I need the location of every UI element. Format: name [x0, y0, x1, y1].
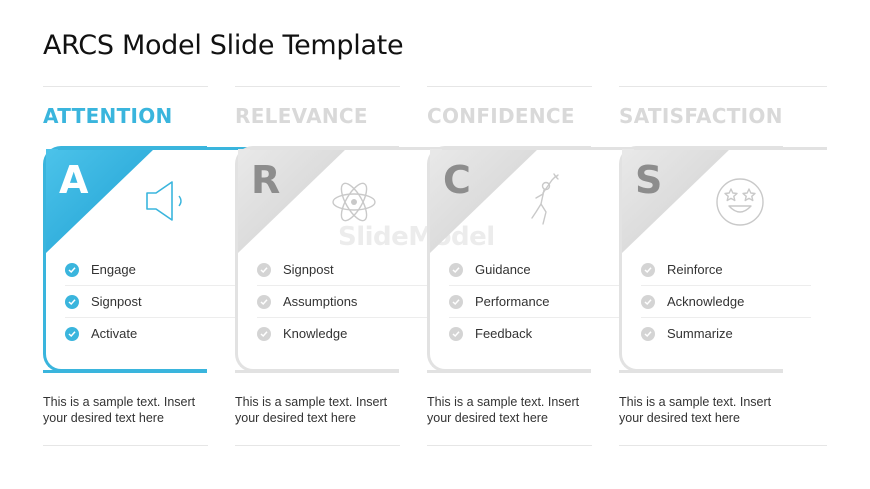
check-icon [65, 326, 79, 341]
list-item: Summarize [641, 318, 811, 349]
list-item: Engage [65, 254, 235, 286]
starry-eyed-face-icon [716, 178, 764, 226]
top-divider [43, 86, 208, 87]
list-item: Assumptions [257, 286, 427, 318]
corner-triangle [238, 149, 346, 253]
item-list: Engage Signpost Activate [65, 254, 235, 349]
list-item: Performance [449, 286, 619, 318]
check-icon [65, 294, 79, 309]
list-item: Reinforce [641, 254, 811, 286]
item-label: Engage [91, 262, 136, 277]
bottom-divider [427, 445, 592, 446]
item-label: Feedback [475, 326, 533, 341]
check-icon [65, 262, 79, 277]
item-list: Reinforce Acknowledge Summarize [641, 254, 811, 349]
item-list: Signpost Assumptions Knowledge [257, 254, 427, 349]
list-item: Knowledge [257, 318, 427, 349]
corner-triangle [622, 149, 730, 253]
top-divider [235, 86, 400, 87]
heading-confidence: CONFIDENCE [427, 104, 575, 128]
item-label: Acknowledge [667, 294, 745, 309]
letter-s: S [635, 158, 663, 202]
check-icon [257, 262, 271, 277]
atom-icon [332, 182, 376, 222]
check-icon [257, 294, 271, 309]
item-label: Guidance [475, 262, 531, 277]
corner-triangle [46, 149, 154, 253]
card-top-accent [634, 147, 827, 150]
item-label: Reinforce [667, 262, 723, 277]
heading-relevance: RELEVANCE [235, 104, 368, 128]
heading-satisfaction: SATISFACTION [619, 104, 783, 128]
watermark: SlideModel [338, 222, 495, 252]
letter-r: R [251, 158, 281, 202]
bottom-divider [619, 445, 827, 446]
top-divider [427, 86, 592, 87]
item-label: Performance [475, 294, 550, 309]
list-item: Signpost [65, 286, 235, 318]
check-icon [449, 326, 463, 341]
check-icon [257, 326, 271, 341]
list-item: Activate [65, 318, 235, 349]
letter-c: C [443, 158, 471, 202]
item-label: Knowledge [283, 326, 348, 341]
column-relevance: RELEVANCE R Signpost Assumptions Knowled… [235, 0, 443, 489]
speaker-icon [146, 181, 182, 221]
item-label: Signpost [91, 294, 142, 309]
card-top-accent [58, 147, 251, 150]
heading-attention: ATTENTION [43, 104, 173, 128]
item-label: Signpost [283, 262, 334, 277]
list-item: Feedback [449, 318, 619, 349]
check-icon [449, 262, 463, 277]
list-item: Signpost [257, 254, 427, 286]
card-top-accent [442, 147, 635, 150]
column-confidence: CONFIDENCE C Guidance Performance Feedba… [427, 0, 635, 489]
letter-a: A [59, 158, 89, 202]
card-top-accent [250, 147, 443, 150]
jumping-person-icon [531, 173, 559, 225]
card-bottom-accent [427, 370, 591, 373]
item-list: Guidance Performance Feedback [449, 254, 619, 349]
item-label: Summarize [667, 326, 733, 341]
check-icon [449, 294, 463, 309]
column-satisfaction: SATISFACTION S Reinforce Acknowledge Sum… [619, 0, 827, 489]
list-item: Acknowledge [641, 286, 811, 318]
card-bottom-accent [43, 370, 207, 373]
check-icon [641, 326, 655, 341]
bottom-divider [235, 445, 400, 446]
card-bottom-accent [235, 370, 399, 373]
card-bottom-accent [619, 370, 783, 373]
top-divider [619, 86, 827, 87]
corner-triangle [430, 149, 538, 253]
slide-title: ARCS Model Slide Template [43, 30, 404, 61]
column-attention: ATTENTION A Engage Signpost Activate Thi… [43, 0, 251, 489]
item-label: Activate [91, 326, 138, 341]
item-label: Assumptions [283, 294, 358, 309]
check-icon [641, 294, 655, 309]
bottom-divider [43, 445, 208, 446]
check-icon [641, 262, 655, 277]
list-item: Guidance [449, 254, 619, 286]
